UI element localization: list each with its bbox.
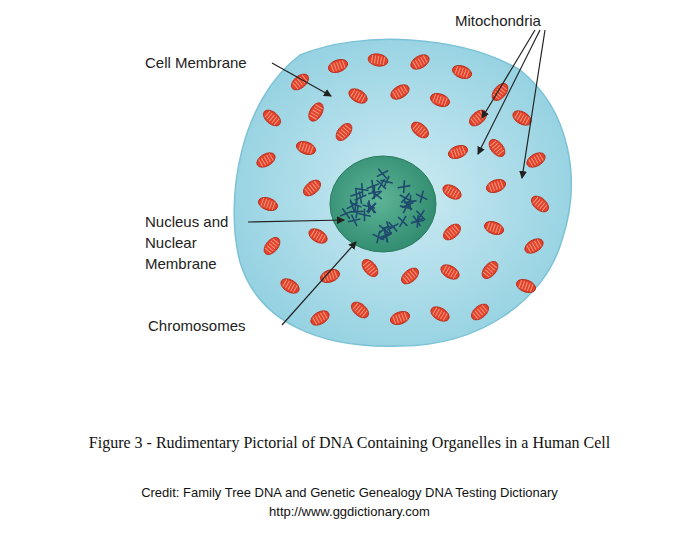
mitochondrion — [346, 86, 369, 106]
chromosome — [416, 191, 427, 203]
part-label: Mitochondria — [455, 10, 541, 31]
chromosome — [348, 215, 360, 227]
credit-text: http://www.ggdictionary.com — [0, 503, 699, 521]
mitochondrion — [429, 91, 452, 109]
mitochondrion — [485, 177, 508, 195]
chromosome — [398, 180, 411, 193]
mitochondrion — [367, 52, 389, 67]
leader-lines — [248, 30, 545, 325]
mitochondrion — [515, 277, 538, 295]
mitochondrion — [524, 150, 547, 170]
cell-membrane — [234, 39, 571, 346]
chromosome — [373, 231, 384, 243]
chromosome — [350, 198, 362, 211]
mitochondrion — [479, 258, 501, 281]
part-label: Chromosomes — [148, 315, 246, 336]
mitochondrion — [438, 262, 461, 282]
mitochondrion — [327, 57, 350, 75]
mitochondrion — [300, 177, 323, 199]
mitochondrion — [428, 304, 451, 324]
chromosome — [351, 205, 364, 218]
mitochondrion — [260, 107, 283, 129]
mitochondrion — [528, 193, 551, 215]
part-label: Nucleus and Nuclear Membrane — [145, 211, 237, 274]
part-label: Cell Membrane — [145, 52, 247, 73]
mitochondrion — [451, 63, 474, 81]
chromosome — [402, 200, 414, 210]
mitochondrion — [388, 82, 411, 102]
mitochondria-group — [254, 52, 551, 328]
mitochondrion — [398, 265, 421, 287]
chromosome — [411, 215, 424, 228]
mitochondrion — [447, 143, 470, 161]
mitochondrion — [389, 309, 412, 327]
mitochondrion — [408, 52, 431, 72]
mitochondrion — [308, 308, 331, 328]
mitochondrion — [440, 221, 463, 243]
chromosome — [398, 216, 407, 227]
mitochondrion — [440, 182, 463, 202]
mitochondrion — [522, 236, 545, 256]
chromosome — [340, 208, 352, 218]
nucleus — [330, 156, 436, 252]
chromosome — [377, 169, 388, 179]
mitochondrion — [359, 256, 381, 279]
mitochondrion — [319, 267, 342, 285]
mitochondrion — [468, 301, 491, 323]
chromosome — [377, 179, 386, 190]
chromosome — [382, 221, 395, 233]
mitochondrion — [278, 276, 301, 296]
mitochondrion — [408, 119, 431, 141]
mitochondrion — [295, 139, 318, 157]
mitochondrion — [333, 120, 355, 143]
mitochondrion — [257, 195, 280, 213]
mitochondrion — [483, 219, 506, 237]
chromosome — [356, 183, 369, 196]
mitochondrion — [254, 150, 277, 170]
chromosome-group — [340, 169, 427, 243]
mitochondrion — [306, 226, 329, 246]
figure-caption: Figure 3 - Rudimentary Pictorial of DNA … — [0, 432, 699, 454]
mitochondrion — [486, 136, 508, 159]
mitochondrion — [261, 234, 283, 257]
chromosome — [363, 200, 375, 213]
mitochondrion — [306, 100, 326, 123]
mitochondrion — [348, 299, 371, 321]
credit-text: Credit: Family Tree DNA and Genetic Gene… — [0, 484, 699, 502]
